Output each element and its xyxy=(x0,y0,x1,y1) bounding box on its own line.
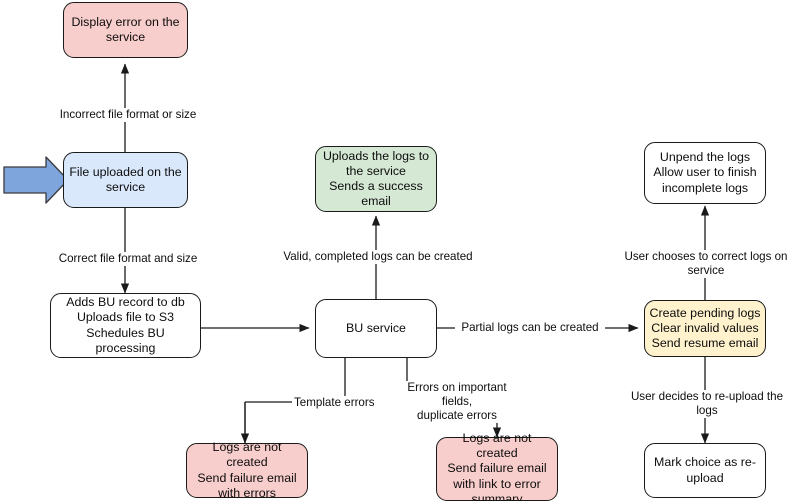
node-mark-choice[interactable]: Mark choice as re- upload xyxy=(644,443,766,498)
node-adds-bu-record[interactable]: Adds BU record to db Uploads file to S3 … xyxy=(50,293,201,358)
edge-label-partial-logs: Partial logs can be created xyxy=(455,321,605,335)
edge-label-incorrect-format: Incorrect file format or size xyxy=(56,108,200,122)
node-logs-not-created-left[interactable]: Logs are not created Send failure email … xyxy=(186,440,308,500)
edge-label-valid-logs: Valid, completed logs can be created xyxy=(280,250,476,264)
node-display-error[interactable]: Display error on the service xyxy=(63,2,188,58)
node-uploads-logs[interactable]: Uploads the logs to the service Sends a … xyxy=(315,146,437,212)
node-create-pending-logs[interactable]: Create pending logs Clear invalid values… xyxy=(644,300,766,357)
node-bu-service[interactable]: BU service xyxy=(315,299,437,358)
node-logs-not-created-right[interactable]: Logs are not created Send failure email … xyxy=(436,431,558,501)
entry-arrow-icon xyxy=(3,156,69,204)
edge-label-user-corrects: User chooses to correct logs on service xyxy=(608,250,801,278)
node-file-uploaded[interactable]: File uploaded on the service xyxy=(63,152,188,208)
node-unpend-logs[interactable]: Unpend the logs Allow user to finish inc… xyxy=(644,142,766,204)
edge-label-user-reuploads: User decides to re-upload the logs xyxy=(618,390,796,418)
edge-label-correct-format: Correct file format and size xyxy=(55,252,201,266)
edge-label-important-field-errors: Errors on important fields, duplicate er… xyxy=(391,381,523,423)
edge-label-template-errors: Template errors xyxy=(292,396,382,410)
